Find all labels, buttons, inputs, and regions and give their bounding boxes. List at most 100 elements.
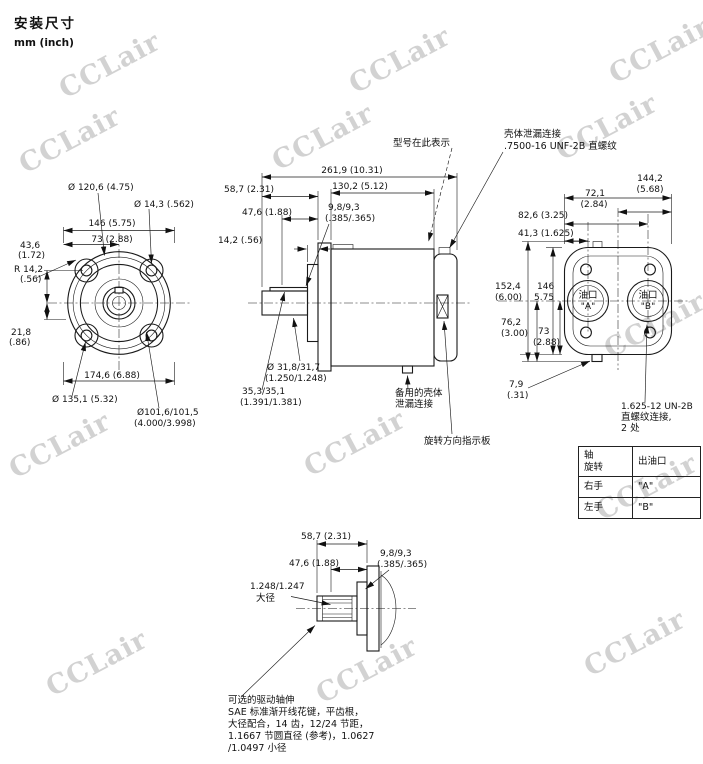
thread-leader bbox=[644, 324, 650, 403]
rear-view-dimensions: 144,2 (5.68) 72,1 (2.84) 82,6 (3.25) 41,… bbox=[495, 174, 693, 434]
dim-port-v-mm: 73 bbox=[538, 327, 549, 337]
spline-teeth bbox=[322, 599, 352, 618]
side-view-geometry bbox=[261, 242, 458, 374]
port-a-label-2: "A" bbox=[581, 302, 595, 312]
table-col1-header-line1: 轴 bbox=[584, 449, 594, 461]
table-col1-header-line2: 旋转 bbox=[584, 461, 604, 473]
side-view-dimensions: 型号在此表示 壳体泄漏连接 .7500-16 UNF-2B 直螺纹 261,9 … bbox=[218, 128, 617, 447]
units-label: mm (inch) bbox=[14, 37, 74, 49]
dim-key-length: 47,6 (1.88) bbox=[242, 208, 292, 218]
port-b-label-1: 油口 bbox=[638, 289, 657, 301]
shaft-view-geometry bbox=[316, 565, 397, 652]
dim-spline-width-mm: 9,8/9,3 bbox=[380, 549, 412, 559]
dim-stud-mm: 7,9 bbox=[509, 380, 524, 390]
shaft-view-dimensions: 58,7 (2.31) 47,6 (1.88) 9,8/9,3 (.385/.3… bbox=[228, 532, 427, 754]
dim-port-b-offset: 82,6 (3.25) bbox=[518, 211, 568, 221]
dim-bolt-spacing: 146 (5.75) bbox=[88, 219, 135, 229]
pump-body bbox=[330, 248, 435, 367]
front-view-dimensions: Ø 120,6 (4.75) Ø 14,3 (.562) 146 (5.75) … bbox=[9, 182, 199, 429]
dim-shaft-len-overall: 58,7 (2.31) bbox=[301, 532, 351, 542]
dim-overall-height-mm: 152,4 bbox=[495, 282, 521, 292]
spare-leak-stud bbox=[401, 365, 414, 374]
port-a-label-1: 油口 bbox=[578, 289, 597, 301]
dim-shaft-len-spline: 47,6 (1.88) bbox=[289, 559, 339, 569]
rotation-port-table-grid: 轴 旋转 出油口 右手 "A" 左手 "B" bbox=[578, 446, 701, 519]
dim-port-a-offset: 41,3 (1.625) bbox=[518, 229, 574, 239]
dim-port-v-in: (2.88) bbox=[533, 338, 560, 348]
bolt-hole bbox=[580, 326, 592, 339]
leak-connection bbox=[438, 247, 451, 255]
shaft-note-4: 1.1667 节圆直径 (参考)，1.0627 bbox=[228, 730, 374, 742]
spline-shaft bbox=[316, 595, 358, 622]
table-col2-header: 出油口 bbox=[632, 446, 701, 477]
dim-major-dia: 1.248/1.247 bbox=[250, 582, 305, 592]
front-view: Ø 120,6 (4.75) Ø 14,3 (.562) 146 (5.75) … bbox=[9, 182, 199, 429]
page-title: 安装尺寸 bbox=[14, 16, 76, 32]
dim-shaft-dia-in: (1.250/1.248) bbox=[265, 374, 327, 384]
label-thread-3: 2 处 bbox=[621, 422, 640, 434]
label-thread-1: 1.625-12 UN-2B bbox=[621, 402, 693, 412]
shaft-note-5: /1.0497 小径 bbox=[228, 742, 287, 754]
dim-half-height-in: (3.00) bbox=[501, 329, 528, 339]
leak-leader bbox=[449, 151, 504, 249]
label-leak-2: .7500-16 UNF-2B 直螺纹 bbox=[504, 140, 617, 152]
shaft-key bbox=[269, 286, 309, 292]
bolt-hole bbox=[80, 329, 93, 342]
pilot-circle bbox=[79, 263, 159, 343]
shaft-note-2: SAE 标准渐开线花键，平齿根， bbox=[228, 706, 364, 718]
table-col1-header: 轴 旋转 bbox=[578, 446, 633, 477]
dim-bottom-offset-in: (.86) bbox=[9, 338, 30, 348]
dim-pilot-depth: 14,2 (.56) bbox=[218, 236, 262, 246]
dim-stud-in: (.31) bbox=[507, 391, 528, 401]
dim-pilot-dia-in: (4.000/3.998) bbox=[134, 419, 196, 429]
port-b bbox=[626, 279, 670, 323]
dim-rear-width-in: (5.68) bbox=[636, 185, 663, 195]
flange-outer-circle bbox=[67, 251, 171, 355]
dim-top-offset-mm: 43,6 bbox=[20, 241, 40, 251]
table-cell-rotation: 右手 bbox=[578, 476, 633, 498]
label-leak-1: 壳体泄漏连接 bbox=[504, 128, 562, 140]
rear-top-stud bbox=[592, 241, 603, 248]
bolt-circle bbox=[72, 256, 166, 350]
bolt-hole bbox=[644, 263, 656, 276]
table-cell-port: "A" bbox=[632, 476, 701, 498]
dim-rear-half-width-in: (2.84) bbox=[580, 200, 607, 210]
rear-flange-outline bbox=[563, 246, 673, 356]
rotation-port-table: 轴 旋转 出油口 右手 "A" 左手 "B" bbox=[578, 446, 701, 519]
label-thread-2: 直螺纹连接, bbox=[621, 411, 672, 423]
dim-top-offset-in: (1.72) bbox=[18, 251, 45, 261]
table-cell-port: "B" bbox=[632, 497, 701, 519]
side-view: 型号在此表示 壳体泄漏连接 .7500-16 UNF-2B 直螺纹 261,9 … bbox=[218, 128, 617, 447]
dim-bolt-hole-dia: Ø 14,3 (.562) bbox=[134, 199, 194, 210]
bolt-hole bbox=[644, 326, 656, 339]
shaft-note-1: 可选的驱动轴伸 bbox=[228, 694, 295, 706]
rear-view: 144,2 (5.68) 72,1 (2.84) 82,6 (3.25) 41,… bbox=[495, 174, 693, 434]
body-contour bbox=[380, 574, 397, 646]
dim-body-length: 130,2 (5.12) bbox=[332, 182, 388, 192]
label-model: 型号在此表示 bbox=[393, 137, 450, 149]
rear-view-geometry bbox=[563, 241, 673, 363]
front-view-centerlines bbox=[48, 233, 192, 374]
dim-corner-radius-in: (.56) bbox=[20, 275, 41, 285]
dim-spline-width-in: (.385/.365) bbox=[377, 560, 427, 570]
dim-overall-height-in: (6.00) bbox=[495, 293, 522, 303]
rotation-indicator-plate bbox=[436, 294, 449, 319]
dim-major-dia-label: 大径 bbox=[256, 592, 276, 604]
dim-half-height-mm: 76,2 bbox=[501, 318, 521, 328]
dim-rear-height-in: 5.75 bbox=[534, 293, 554, 303]
mounting-flange bbox=[317, 242, 332, 372]
dim-key-height-mm: 35,3/35,1 bbox=[242, 387, 285, 397]
keyway bbox=[114, 286, 124, 294]
dim-bolt-circle-dia: Ø 120,6 (4.75) bbox=[68, 182, 134, 193]
dim-rear-width-mm: 144,2 bbox=[637, 174, 663, 184]
dim-shaft-ext: 58,7 (2.31) bbox=[224, 185, 274, 195]
dim-bottom-offset-mm: 21,8 bbox=[11, 328, 31, 338]
label-rotation-plate: 旋转方向指示板 bbox=[424, 435, 491, 447]
dim-key-height-in: (1.391/1.381) bbox=[240, 398, 302, 408]
dim-overall-length: 261,9 (10.31) bbox=[321, 166, 382, 176]
dim-corner-radius-mm: R 14,2 bbox=[14, 265, 43, 275]
table-row: 左手 "B" bbox=[578, 497, 701, 519]
table-row: 右手 "A" bbox=[578, 476, 701, 498]
label-spare-leak-2: 泄漏连接 bbox=[395, 398, 434, 410]
shaft-view: 58,7 (2.31) 47,6 (1.88) 9,8/9,3 (.385/.3… bbox=[228, 532, 427, 754]
